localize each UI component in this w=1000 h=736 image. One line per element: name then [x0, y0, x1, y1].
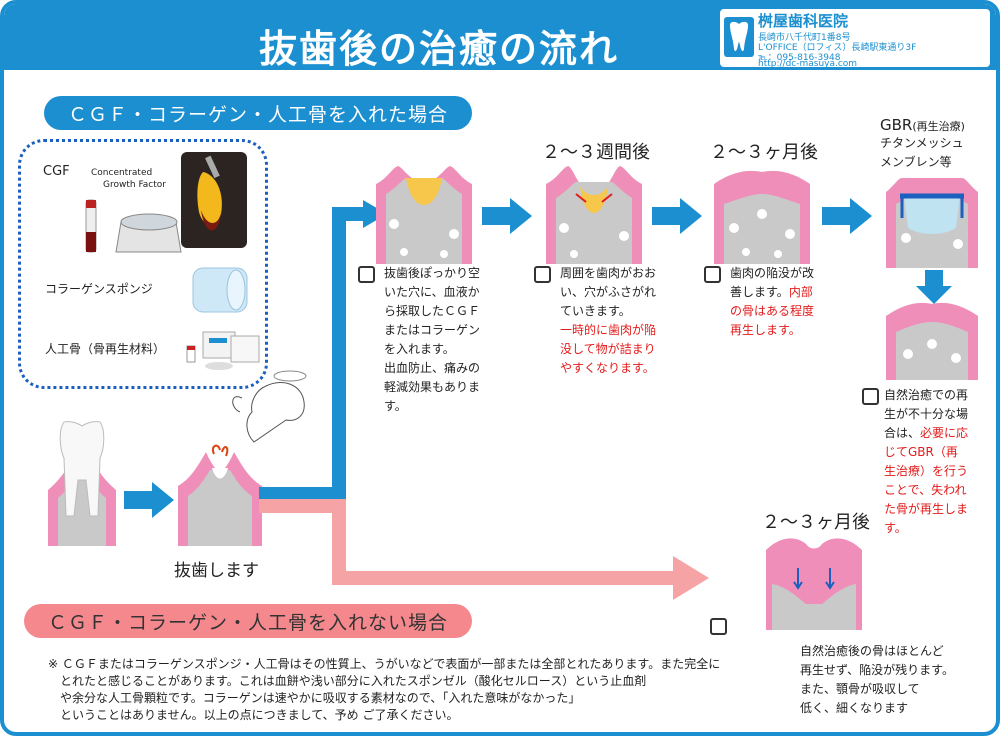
clinic-building: L'OFFICE（ロフィス）長崎駅東通り3F	[758, 43, 917, 53]
checkbox-step1[interactable]	[358, 266, 375, 283]
gbr-heading: GBR(再生治療)	[880, 116, 965, 134]
clinic-name: 桝屋歯科医院	[758, 12, 849, 30]
centrifuge-icon	[85, 199, 182, 253]
cgf-gel-photo	[181, 152, 247, 248]
flow-arrow-upper	[259, 200, 387, 501]
clinic-info-box: 桝屋歯科医院 長崎市八千代町1番8号 L'OFFICE（ロフィス）長崎駅東通り3…	[720, 9, 990, 69]
step2-text: 周囲を歯肉がおおい、穴がふさがれていきます。 一時的に歯肉が陥没して物が詰まりや…	[560, 266, 657, 375]
gbr-result-image	[886, 302, 978, 380]
header-bar: 抜歯後の治癒の流れ 桝屋歯科医院 長崎市八千代町1番8号 L'OFFICE（ロフ…	[4, 4, 996, 71]
tooth-logo-icon	[724, 17, 754, 57]
bone-label: 人工骨（骨再生材料）	[45, 342, 166, 356]
clinic-phone: ℡：095-816-3948	[758, 53, 841, 63]
socket-with-cgf-image	[376, 166, 472, 264]
step3-text: 歯肉の陥没が改 善します。内部 の骨はある程度再生します。	[730, 266, 815, 337]
step2-heading: ２～３週間後	[542, 142, 650, 163]
collagen-sponge-photo	[192, 267, 248, 313]
arrow-down-icon	[916, 270, 952, 304]
checkbox-step2[interactable]	[534, 266, 551, 283]
flow-arrow-lower	[259, 499, 709, 600]
socket-2-3-weeks-image	[546, 166, 642, 264]
clinic-url[interactable]: http://dc-masuya.com	[758, 59, 858, 69]
arrow-right-icon	[822, 198, 872, 234]
cgf-title: CGF	[43, 164, 70, 179]
cgf-line2: Growth Factor	[103, 180, 166, 190]
gbr-subtitle: チタンメッシュメンブレン等	[880, 136, 964, 169]
extraction-label: 抜歯します	[174, 561, 259, 581]
clinic-address: 長崎市八千代町1番8号	[758, 33, 851, 43]
materials-box: CGF Concentrated Growth Factor コラーゲンスポンジ…	[18, 139, 268, 389]
natural-text: 自然治癒後の骨はほとんど再生せず、陥没が残ります。また、顎骨が吸収して低く、細く…	[800, 644, 954, 715]
socket-after-extraction	[178, 444, 262, 546]
step3-heading: ２～３ヶ月後	[710, 142, 818, 163]
sponge-label: コラーゲンスポンジ	[45, 282, 153, 296]
page-title: 抜歯後の治癒の流れ	[259, 27, 620, 71]
disclaimer-note: ※ ＣＧＦまたはコラーゲンスポンジ・人工骨はその性質上、うがいなどで表面が一部ま…	[48, 657, 721, 722]
socket-2-3-months-image	[714, 170, 810, 264]
section-label-with: ＣＧＦ・コラーゲン・人工骨を入れた場合	[44, 96, 473, 130]
natural-heading: ２～３ヶ月後	[762, 512, 870, 533]
gbr-image	[886, 178, 978, 268]
artificial-bone-product-photo	[186, 331, 260, 370]
tooth-before-extraction	[48, 421, 116, 546]
checkbox-gbr[interactable]	[862, 388, 879, 405]
arrow-right-icon	[652, 198, 702, 234]
section-label-without: ＣＧＦ・コラーゲン・人工骨を入れない場合	[24, 604, 473, 638]
natural-healing-image	[766, 538, 862, 630]
extracted-tooth-angel-icon	[232, 370, 307, 443]
cgf-line1: Concentrated	[91, 168, 153, 178]
checkbox-step3[interactable]	[704, 266, 721, 283]
arrow-right-icon	[124, 482, 174, 518]
arrow-right-icon	[482, 198, 532, 234]
gbr-text: 自然治癒での再生が不十分な場 合は、必要に応 じてGBR（再生治療）を行うことで…	[884, 388, 969, 535]
checkbox-natural[interactable]	[710, 618, 727, 635]
